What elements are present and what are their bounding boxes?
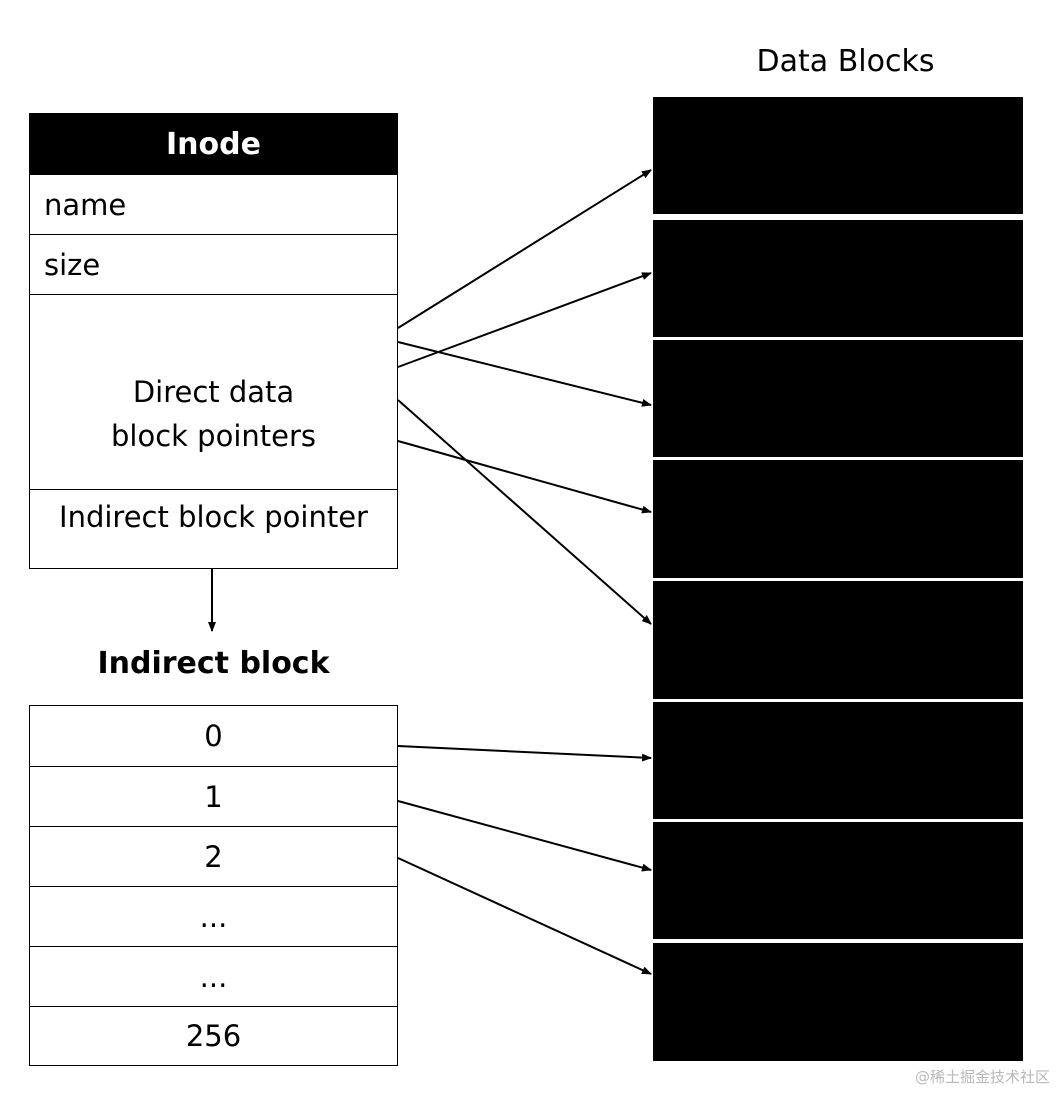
data-block	[653, 340, 1023, 457]
direct-pointer-arrow	[397, 272, 652, 368]
inode-header: Inode	[30, 114, 397, 174]
data-block	[653, 97, 1023, 214]
inode-name-field: name	[30, 174, 397, 234]
data-block	[653, 702, 1023, 819]
indirect-entry: 0	[204, 719, 223, 753]
indirect-entry-arrow	[397, 745, 652, 762]
direct-pointer-arrow	[397, 341, 652, 407]
data-block	[653, 220, 1023, 337]
indirect-block-table: 0 1 2 ... ... 256	[29, 705, 398, 1066]
indirect-entry: 2	[30, 826, 397, 886]
data-block	[653, 581, 1023, 699]
indirect-entry: 256	[30, 1006, 397, 1064]
indirect-entry-arrow	[397, 857, 652, 975]
inode-table: Inode name size Direct data block pointe…	[29, 113, 398, 569]
indirect-entry-arrow	[397, 800, 652, 872]
indirect-entry: 1	[30, 766, 397, 826]
inode-size-field: size	[30, 234, 397, 294]
direct-pointer-arrow	[397, 440, 652, 514]
watermark: @稀土掘金技术社区	[914, 1068, 1050, 1086]
inode-direct-pointers-field: Direct data block pointers	[30, 294, 397, 489]
data-blocks-title: Data Blocks	[756, 43, 935, 79]
data-block	[653, 822, 1023, 939]
inode-indirect-pointer-field: Indirect block pointer	[30, 489, 397, 567]
data-block	[653, 943, 1023, 1061]
direct-pointers-label-line2: block pointers	[111, 418, 316, 453]
data-block	[653, 460, 1023, 578]
indirect-block-title: Indirect block	[97, 645, 330, 681]
indirect-entry: ...	[30, 886, 397, 946]
direct-pointer-arrow	[397, 399, 652, 625]
direct-pointer-arrow	[397, 169, 652, 329]
indirect-entry: ...	[30, 946, 397, 1006]
direct-pointers-label-line1: Direct data	[132, 374, 295, 409]
